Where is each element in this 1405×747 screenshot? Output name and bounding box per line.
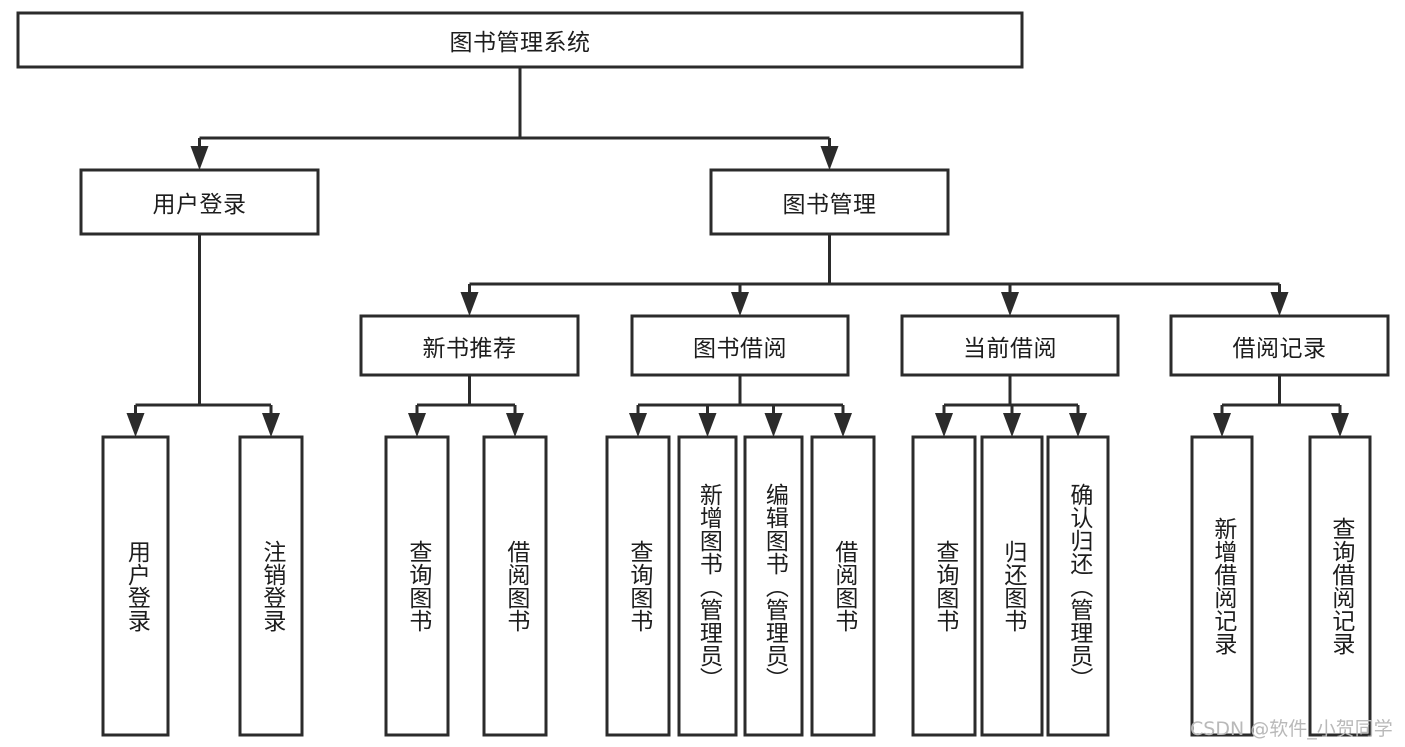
node-box[interactable]: [482, 435, 548, 737]
node-box[interactable]: [630, 314, 850, 377]
arrow-head-icon: [834, 413, 852, 437]
arrow-head-icon: [408, 413, 426, 437]
arrow-head-icon: [1331, 413, 1349, 437]
arrow-head-icon: [1069, 413, 1087, 437]
arrow-head-icon: [506, 413, 524, 437]
node-box[interactable]: [677, 435, 738, 737]
node-box[interactable]: [79, 168, 320, 236]
arrow-head-icon: [764, 413, 783, 437]
node-box[interactable]: [1046, 435, 1110, 737]
arrow-head-icon: [731, 292, 749, 316]
node-box[interactable]: [743, 435, 804, 737]
node-box[interactable]: [16, 11, 1024, 69]
node-box[interactable]: [810, 435, 876, 737]
node-box[interactable]: [900, 314, 1120, 377]
arrow-head-icon: [460, 292, 479, 316]
arrow-head-icon: [935, 413, 953, 437]
arrow-head-icon: [1270, 292, 1289, 316]
node-box[interactable]: [911, 435, 977, 737]
arrow-head-icon: [126, 413, 145, 437]
node-box[interactable]: [980, 435, 1044, 737]
node-box[interactable]: [1169, 314, 1390, 377]
arrow-head-icon: [262, 413, 280, 437]
node-box[interactable]: [1308, 435, 1372, 737]
arrow-head-icon: [190, 146, 209, 170]
connector-layer: [126, 67, 1349, 437]
node-box[interactable]: [709, 168, 950, 236]
node-box[interactable]: [101, 435, 170, 737]
arrow-head-icon: [1213, 413, 1231, 437]
node-box[interactable]: [238, 435, 304, 737]
node-box[interactable]: [1190, 435, 1254, 737]
node-box-layer: [16, 11, 1390, 737]
arrow-head-icon: [1003, 413, 1021, 437]
node-box[interactable]: [359, 314, 580, 377]
arrow-head-icon: [820, 146, 839, 170]
node-box[interactable]: [605, 435, 671, 737]
node-box[interactable]: [384, 435, 450, 737]
arrow-head-icon: [698, 413, 717, 437]
arrow-head-icon: [629, 413, 647, 437]
arrow-head-icon: [1001, 292, 1019, 316]
